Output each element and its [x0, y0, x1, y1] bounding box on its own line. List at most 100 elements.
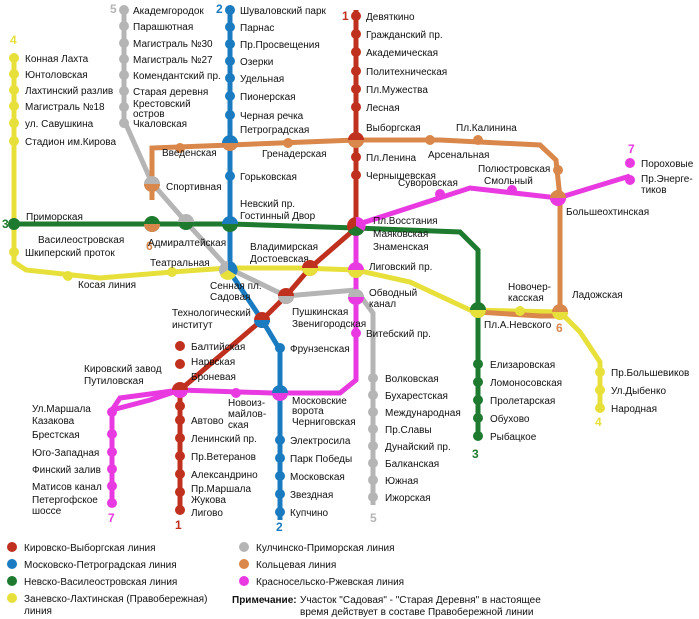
station-label: остров [133, 109, 165, 120]
station-label: Новочер- [508, 282, 551, 293]
station-dot [119, 5, 129, 15]
station-label: Волковская [385, 374, 439, 385]
station-label: ул. Савушкина [25, 119, 94, 130]
station-label: Дунайский пр. [385, 442, 451, 453]
line-2-number-bottom: 2 [276, 520, 283, 534]
line-5-number-bottom: 5 [370, 511, 377, 525]
line-6-number-right: 6 [556, 321, 563, 335]
station-label: Чкаловская [133, 119, 187, 130]
station-label: Сенная пл. [210, 281, 262, 292]
station-label: институт [172, 320, 213, 331]
station-label: Достоевская [250, 254, 309, 265]
station-label: Театральная [150, 258, 210, 269]
station-dot [368, 458, 378, 468]
station-label: Пл.Мужества [366, 85, 428, 96]
station-label: Политехническая [366, 67, 447, 78]
station-label: Ижорская [385, 493, 431, 504]
line-numbers: 5 2 1 4 3 7 6 6 3 4 7 1 2 5 [2, 2, 635, 534]
station-label: Купчино [290, 508, 329, 519]
line-3-number-bottom: 3 [472, 447, 479, 461]
station-label: Электросила [290, 436, 351, 447]
station-label: Полюстровская [478, 164, 550, 175]
station-dot [368, 492, 378, 502]
legend-item: Московско-Петроградская линия [24, 560, 177, 571]
station-label: Народная [611, 404, 657, 415]
station-label: Гражданский пр. [366, 30, 443, 41]
station-dot [119, 70, 129, 80]
interchanges [144, 132, 568, 401]
line-7-track [109, 173, 631, 500]
line-2-number-top: 2 [216, 2, 223, 16]
station-label: Московские [292, 396, 347, 407]
line-4-number-bottom: 4 [595, 415, 602, 429]
station-label: Балтийская [191, 342, 245, 353]
station-label: Академгородок [133, 6, 204, 17]
station-label: Финский залив [32, 465, 101, 476]
legend-item: Заневско-Лахтинская (Правобережная) [24, 593, 207, 605]
station-dot [119, 118, 129, 128]
station-label: Ладожская [572, 290, 623, 301]
station-label: Магистраль №27 [133, 55, 213, 66]
station-label: Звенигородская [292, 319, 366, 330]
station-label: Ленинский пр. [191, 434, 257, 445]
station-dot [119, 54, 129, 64]
station-label: Пр.Просвещения [240, 40, 320, 51]
line-4-stations: Конная Лахта Юнтоловская Лахтинский разл… [9, 53, 689, 415]
station-dot [119, 86, 129, 96]
station-label: Жукова [191, 495, 226, 506]
legend-item: Невско-Василеостровская линия [24, 577, 177, 588]
station-label: канал [369, 299, 396, 310]
legend-item-cont: линия [24, 606, 52, 617]
station-dot [368, 407, 378, 417]
station-label: Косая линия [78, 280, 136, 291]
station-label: Маяковская [373, 229, 428, 240]
station-label: Лахтинский разлив [25, 86, 113, 97]
station-label: Владимирская [250, 242, 318, 253]
station-label: Черная речка [240, 111, 304, 122]
station-label: Арсенальная [428, 150, 489, 161]
line-6-number-left: 6 [146, 239, 153, 253]
station-label: Ул.Дыбенко [611, 385, 666, 397]
station-label: Пушкинская [292, 307, 348, 318]
line-4-number-top: 4 [10, 33, 17, 47]
station-label: Старая деревня [133, 87, 208, 98]
station-label: Парк Победы [290, 453, 352, 465]
station-label: Приморская [26, 212, 83, 223]
station-label: Смольный [484, 176, 533, 187]
station-label: Введенская [162, 148, 217, 159]
station-label: Пр.Славы [385, 425, 432, 436]
station-label: Обводный [369, 287, 417, 299]
station-label: Автово [191, 416, 224, 427]
line-4-track [11, 60, 603, 410]
station-label: Юго-Западная [32, 448, 99, 459]
station-label: Петроградская [240, 125, 309, 136]
station-label: Пл.А.Невского [484, 320, 552, 331]
line-1-stations: Девяткино Гражданский пр. Академическая … [172, 11, 447, 519]
station-label: Технологический [172, 308, 251, 319]
station-label: Звездная [290, 490, 333, 501]
station-label: Петергофское [32, 494, 98, 506]
station-label: Александрино [191, 470, 258, 481]
legend-note-text: время действует в составе Правобережной … [300, 606, 533, 618]
station-label: майлов- [228, 409, 266, 420]
line-1-number-top: 1 [342, 9, 349, 23]
station-label: Стадион им.Кирова [25, 137, 117, 148]
station-label: Пр.Ветеранов [191, 452, 256, 463]
station-label: Академическая [366, 48, 438, 59]
station-dot [119, 102, 129, 112]
station-label: Казакова [32, 416, 75, 427]
station-label: Шкиперский проток [25, 248, 115, 259]
station-dot [119, 21, 129, 31]
line-5-stations: Академгородок Парашютная Магистраль №30 … [119, 5, 461, 504]
station-label: Пролетарская [490, 396, 555, 407]
station-label: Ул.Маршала [32, 404, 91, 415]
station-label: Пл.Калинина [456, 123, 517, 134]
line-7-number-right: 7 [628, 142, 635, 156]
station-label: Суворовская [398, 178, 458, 189]
station-label: ская [228, 420, 249, 431]
legend-item: Кировско-Выборгская линия [24, 542, 156, 554]
station-label: Фрунзенская [290, 344, 350, 355]
station-label: тиков [641, 185, 667, 196]
station-label: Спортивная [166, 182, 222, 193]
